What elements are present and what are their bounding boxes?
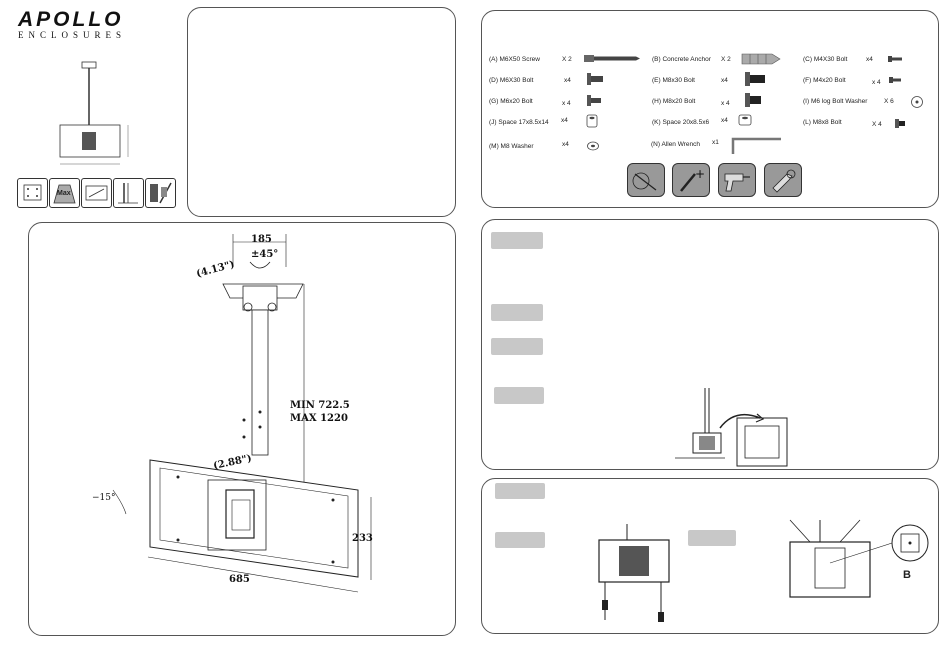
dim-min: MIN 722.5: [290, 400, 350, 411]
spacer-k-icon: [738, 114, 752, 126]
vesa-icon: [17, 178, 48, 208]
brand-subtitle: ENCLOSURES: [18, 30, 127, 40]
dim-width-top: 185: [251, 234, 272, 245]
step-badge-5: [495, 483, 545, 499]
intro-panel: [187, 7, 456, 217]
part-k-label: (K) Space 20x8.5x6: [652, 119, 710, 126]
svg-text:+: +: [695, 167, 705, 181]
part-g-label: (G) M6x20 Bolt: [489, 98, 533, 105]
small-screw-f-icon: [889, 77, 901, 83]
small-screw-icon: [888, 56, 902, 62]
allen-wrench-icon: [731, 137, 781, 154]
part-l-label: (L) M8x8 Bolt: [803, 119, 842, 126]
part-m-qty: x4: [562, 141, 569, 148]
spacer-j-icon: [586, 114, 598, 128]
bolt-e-icon: [745, 72, 765, 86]
brand-logo: APOLLO ENCLOSURES: [18, 8, 128, 40]
part-d-label: (D) M6X30 Bolt: [489, 77, 534, 84]
bracket-assembly-diagram: [598, 524, 670, 622]
anchor-icon: [741, 53, 781, 65]
dim-max: MAX 1220: [290, 413, 348, 424]
max-weight-icon: Max: [49, 178, 80, 208]
part-k-qty: x4: [721, 117, 728, 124]
part-c-qty: x4: [866, 56, 873, 63]
bolt-h-icon: [745, 93, 761, 107]
step-badge-6: [495, 532, 545, 548]
washer-i-icon: [911, 96, 923, 108]
part-h-label: (H) M8x20 Bolt: [652, 98, 696, 105]
part-a-label: (A) M6X50 Screw: [489, 56, 540, 63]
part-a-qty: X 2: [562, 56, 572, 63]
part-b-qty: X 2: [721, 56, 731, 63]
parts-panel: [481, 10, 939, 208]
step-badge-1: [491, 232, 543, 249]
part-j-qty: x4: [561, 117, 568, 124]
part-n-label: (N) Allen Wrench: [651, 141, 701, 148]
part-j-label: (J) Space 17x8.5x14: [489, 119, 549, 126]
dim-rotate: ±45°: [251, 249, 279, 260]
wall-profile-icon: [113, 178, 144, 208]
washer-m-icon: [587, 141, 599, 151]
small-bolt-l-icon: [895, 119, 905, 128]
step-badge-7: [688, 530, 736, 546]
screwdriver-icon: +: [672, 163, 710, 197]
callout-b-label: B: [903, 569, 911, 581]
dim-tilt: −15°: [92, 493, 116, 503]
steps-panel-1: [481, 219, 939, 470]
bolt-g-icon: [587, 95, 601, 106]
step-badge-4: [494, 387, 544, 404]
part-f-qty: x 4: [872, 79, 881, 86]
part-i-qty: X 6: [884, 98, 894, 105]
part-f-label: (F) M4x20 Bolt: [803, 77, 846, 84]
drill-icon: [718, 163, 756, 197]
part-b-label: (B) Concrete Anchor: [652, 56, 711, 63]
attach-plate-diagram: [675, 388, 788, 467]
step-badge-2: [491, 304, 543, 321]
mount-dimension-drawing: [112, 234, 372, 593]
long-screw-icon: [584, 55, 640, 62]
level-tool-icon: [627, 163, 665, 197]
part-d-qty: x4: [564, 77, 571, 84]
part-i-label: (I) M6 log Bolt Washer: [803, 98, 868, 105]
bolt-d-icon: [587, 73, 603, 85]
brand-name: APOLLO: [18, 8, 124, 31]
step-badge-3: [491, 338, 543, 355]
part-h-qty: x 4: [721, 100, 730, 107]
part-e-label: (E) M8x30 Bolt: [652, 77, 695, 84]
part-g-qty: x 4: [562, 100, 571, 107]
part-m-label: (M) M8 Washer: [489, 143, 534, 150]
part-n-qty: x1: [712, 139, 719, 146]
overview-diagram: [59, 61, 129, 165]
dim-height: 233: [352, 533, 373, 544]
bracket-detail-diagram: [789, 519, 929, 598]
part-c-label: (C) M4X30 Bolt: [803, 56, 848, 63]
part-l-qty: X 4: [872, 121, 882, 128]
tv-size-icon: [81, 178, 112, 208]
wrench-icon: [764, 163, 802, 197]
dim-width-bottom: 685: [229, 574, 250, 585]
max-weight-label: Max: [57, 190, 71, 197]
stud-wall-icon: [145, 178, 176, 208]
part-e-qty: x4: [721, 77, 728, 84]
